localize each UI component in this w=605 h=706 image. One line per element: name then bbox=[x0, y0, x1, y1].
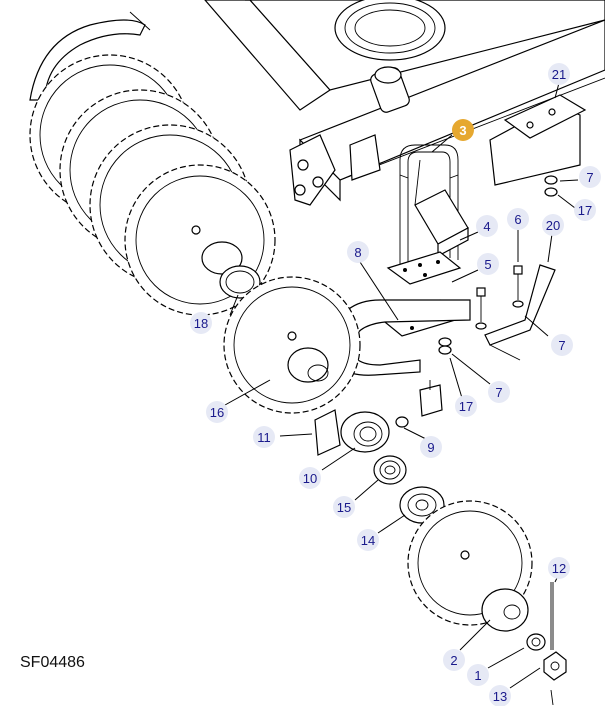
seal-part-9 bbox=[395, 416, 409, 428]
callout-label: 7 bbox=[558, 338, 565, 353]
callout-17-top-right[interactable]: 17 bbox=[574, 199, 596, 221]
arm-tube-part-4 bbox=[414, 159, 469, 257]
spindle-housing-part-11 bbox=[314, 409, 390, 456]
hub-part-2 bbox=[481, 588, 529, 632]
callout-label: 13 bbox=[493, 689, 507, 704]
callout-1[interactable]: 1 bbox=[467, 664, 489, 686]
callout-label: 1 bbox=[474, 668, 481, 683]
cotter-pin-part-12 bbox=[550, 582, 554, 706]
callout-12[interactable]: 12 bbox=[548, 557, 570, 579]
leader-lines bbox=[224, 82, 579, 689]
u-bolt-part-3 bbox=[399, 144, 459, 270]
callout-5[interactable]: 5 bbox=[477, 253, 499, 275]
mounting-bracket bbox=[289, 134, 381, 206]
callout-label: 7 bbox=[495, 385, 502, 400]
callout-label: 15 bbox=[337, 500, 351, 515]
callout-label: 20 bbox=[546, 218, 560, 233]
callout-13[interactable]: 13 bbox=[489, 685, 511, 706]
callout-label: 11 bbox=[257, 430, 271, 445]
callout-15[interactable]: 15 bbox=[333, 496, 355, 518]
callout-7-top-right[interactable]: 7 bbox=[579, 166, 601, 188]
callout-label: 14 bbox=[361, 533, 375, 548]
callout-16[interactable]: 16 bbox=[206, 401, 228, 423]
drawing-id-label: SF04486 bbox=[20, 654, 85, 671]
callout-10[interactable]: 10 bbox=[299, 467, 321, 489]
callout-label: 12 bbox=[552, 561, 566, 576]
callout-label: 18 bbox=[194, 316, 208, 331]
callout-9[interactable]: 9 bbox=[420, 436, 442, 458]
callout-label: 17 bbox=[578, 203, 592, 218]
callout-18[interactable]: 18 bbox=[190, 312, 212, 334]
callout-3[interactable]: 3 bbox=[452, 119, 474, 141]
callout-7-center[interactable]: 7 bbox=[488, 381, 510, 403]
callout-2[interactable]: 2 bbox=[443, 649, 465, 671]
callout-20[interactable]: 20 bbox=[542, 214, 564, 236]
hub-part-18 bbox=[201, 241, 261, 299]
callout-11[interactable]: 11 bbox=[253, 426, 275, 448]
callout-label: 3 bbox=[459, 123, 466, 138]
callout-7-right[interactable]: 7 bbox=[551, 334, 573, 356]
callout-label: 9 bbox=[427, 440, 434, 455]
callout-8[interactable]: 8 bbox=[347, 241, 369, 263]
clamp-plate-upper bbox=[386, 251, 462, 285]
callout-17-center[interactable]: 17 bbox=[455, 395, 477, 417]
shield-part-21 bbox=[489, 94, 587, 186]
nut-part-13 bbox=[543, 651, 567, 681]
callout-label: 8 bbox=[354, 245, 361, 260]
callout-label: 16 bbox=[210, 405, 224, 420]
callout-label: 21 bbox=[552, 67, 566, 82]
spring-tine bbox=[29, 11, 151, 101]
bracket-block bbox=[419, 380, 443, 417]
bearing-part-15 bbox=[373, 455, 407, 485]
callout-6[interactable]: 6 bbox=[507, 208, 529, 230]
bracket-part-20 bbox=[484, 264, 556, 361]
bolt-part-6 bbox=[512, 265, 524, 308]
callout-4[interactable]: 4 bbox=[476, 215, 498, 237]
bolt-left-side bbox=[475, 287, 487, 330]
washer-part-1 bbox=[526, 633, 546, 651]
callout-label: 6 bbox=[514, 212, 521, 227]
callout-label: 5 bbox=[484, 257, 491, 272]
star-wheel-cluster bbox=[29, 54, 276, 316]
callout-21[interactable]: 21 bbox=[548, 63, 570, 85]
star-wheel-part-16 bbox=[223, 276, 361, 414]
callout-label: 17 bbox=[459, 399, 473, 414]
callout-label: 7 bbox=[586, 170, 593, 185]
callout-label: 10 bbox=[303, 471, 317, 486]
callout-14[interactable]: 14 bbox=[357, 529, 379, 551]
callout-label: 2 bbox=[450, 653, 457, 668]
callout-label: 4 bbox=[483, 219, 490, 234]
nut-washer-stack bbox=[438, 175, 558, 355]
